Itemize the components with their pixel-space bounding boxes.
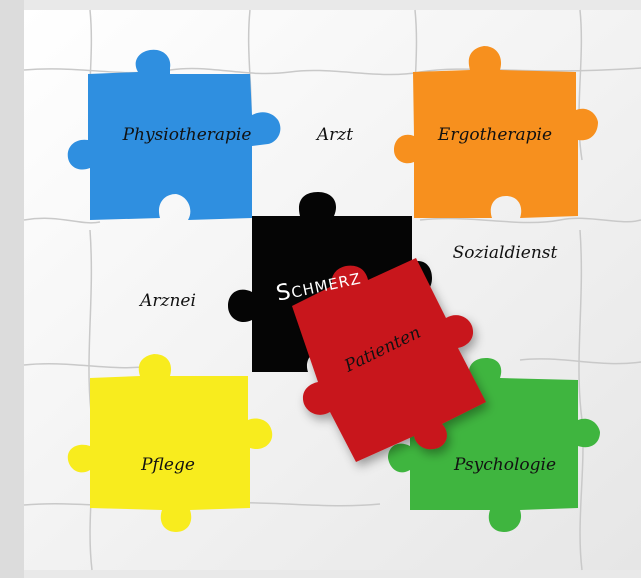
red-patienten-piece-group <box>292 258 486 462</box>
label-psychologie: Psychologie <box>453 455 556 475</box>
yellow-puzzle-piece <box>67 354 273 532</box>
left-margin <box>0 0 24 578</box>
label-sozialdienst: Sozialdienst <box>453 243 558 263</box>
label-pflege: Pflege <box>140 455 195 475</box>
blue-puzzle-piece <box>67 49 281 221</box>
orange-puzzle-piece <box>394 46 598 218</box>
label-arzt: Arzt <box>315 125 353 145</box>
label-ergotherapie: Ergotherapie <box>437 125 552 145</box>
red-patienten-piece <box>292 258 486 462</box>
label-arznei: Arznei <box>138 291 196 311</box>
label-physiotherapie: Physiotherapie <box>122 125 252 145</box>
